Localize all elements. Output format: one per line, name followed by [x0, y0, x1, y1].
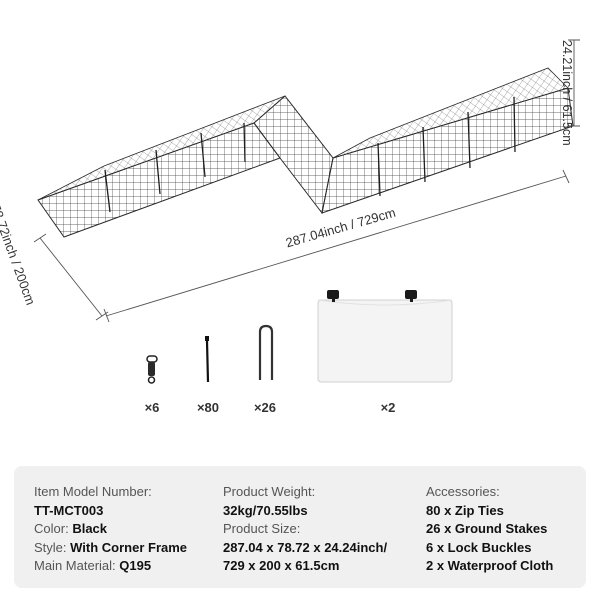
- accessory-item: 2 x Waterproof Cloth: [426, 558, 554, 574]
- product-illustration: [33, 39, 580, 384]
- run-pen: [37, 67, 574, 238]
- pen-frame-posts: [104, 96, 516, 213]
- weight-label: Product Weight:: [223, 484, 316, 499]
- product-figure: 287.04inch / 729cm 78.72inch / 200cm 24.…: [0, 39, 580, 415]
- accessories-label: Accessories:: [426, 484, 500, 499]
- lock-buckle-quantity: ×6: [144, 400, 160, 415]
- size-label: Product Size:: [223, 521, 301, 537]
- length-dimension-line: [103, 169, 570, 323]
- material-label: Main Material:: [34, 558, 116, 574]
- width-dimension-line: [33, 233, 109, 321]
- size-value-metric: 729 x 200 x 61.5cm: [223, 558, 340, 574]
- color-value: Black: [72, 521, 108, 537]
- specs-column-accessories: Accessories: 80 x Zip Ties 26 x Ground S…: [426, 483, 553, 576]
- style-label: Style:: [34, 539, 67, 555]
- accessory-item: 26 x Ground Stakes: [426, 521, 548, 537]
- pen-roof-2: [332, 67, 569, 159]
- height-dimension-line: [568, 39, 580, 127]
- pen-wall-2: [321, 87, 574, 214]
- dimension-lines: [33, 39, 580, 323]
- lock-buckle-icon: [146, 355, 158, 384]
- weight-value: 32kg/70.55lbs: [223, 502, 308, 518]
- color-row: Color: Black: [34, 520, 187, 539]
- ground-stake-icon: [258, 324, 274, 380]
- accessory-item: 6 x Lock Buckles: [426, 539, 532, 555]
- specs-column-basic: Item Model Number: TT-MCT003 Color: Blac…: [34, 483, 187, 576]
- model-label: Item Model Number:: [34, 484, 152, 499]
- ground-stake-quantity: ×26: [253, 400, 277, 415]
- color-label: Color:: [34, 521, 69, 537]
- size-value-imperial: 287.04 x 78.72 x 24.24inch/: [223, 539, 388, 555]
- specs-column-size: Product Weight: 32kg/70.55lbs Product Si…: [223, 483, 387, 576]
- material-value: Q195: [119, 558, 152, 574]
- zip-tie-icon: [205, 336, 210, 383]
- waterproof-cloth-icon: [317, 290, 453, 383]
- style-value: With Corner Frame: [70, 539, 188, 555]
- accessory-item: 80 x Zip Ties: [426, 502, 504, 518]
- model-value: TT-MCT003: [34, 502, 104, 518]
- material-row: Main Material: Q195: [34, 557, 187, 576]
- height-dimension-label: 24.21inch / 61.5cm: [560, 40, 574, 146]
- zip-tie-quantity: ×80: [196, 400, 220, 415]
- waterproof-cloth-quantity: ×2: [380, 400, 396, 415]
- specs-panel: Item Model Number: TT-MCT003 Color: Blac…: [14, 466, 586, 588]
- style-row: Style: With Corner Frame: [34, 539, 187, 558]
